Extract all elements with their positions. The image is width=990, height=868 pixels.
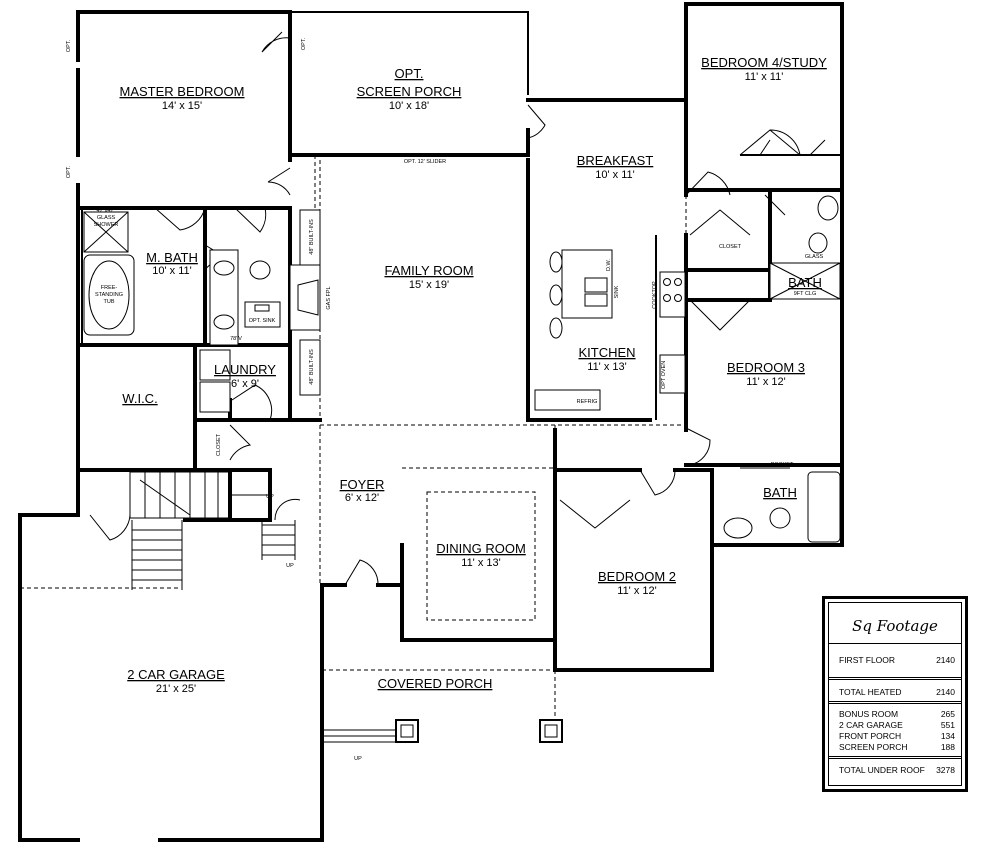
room-screen-porch-name-1: OPT.: [395, 66, 424, 81]
room-mbath-size: 10' x 11': [152, 265, 191, 277]
room-breakfast-size: 10' x 11': [595, 169, 634, 181]
room-kitchen-name: KITCHEN: [578, 345, 635, 360]
plan-notes: OPT. OPT. OPT. OPT. 12' SLIDER 42"x42" G…: [66, 37, 824, 762]
room-foyer-size: 6' x 12': [345, 492, 379, 504]
note-tub-3: TUB: [104, 299, 115, 305]
doors: [89, 31, 826, 586]
note-shower-2: GLASS: [97, 215, 116, 221]
screen-porch-value: 188: [940, 742, 955, 752]
note-cooktop: COOKTOP: [652, 281, 658, 309]
porch-columns: [395, 719, 563, 743]
total-heated-label: TOTAL HEATED: [839, 687, 902, 697]
room-bath2-name: BATH: [788, 275, 822, 290]
room-family-size: 15' x 19': [409, 279, 449, 291]
room-bath2-note: 9FT CLG: [794, 291, 817, 297]
room-wic-name: W.I.C.: [122, 391, 157, 406]
note-opt-left2: OPT.: [66, 165, 72, 178]
room-bedroom4-name: BEDROOM 4/STUDY: [701, 55, 827, 70]
note-tub-2: STANDING: [95, 292, 123, 298]
fixtures: [83, 195, 841, 543]
front-porch-label: FRONT PORCH: [839, 731, 902, 741]
note-shower-3: SHOWER: [94, 222, 119, 228]
note-opt-left1: OPT.: [66, 39, 72, 52]
room-labels: MASTER BEDROOM 14' x 15' OPT. SCREEN POR…: [120, 55, 828, 695]
sq-footage-title: Sq Footage: [852, 617, 938, 635]
room-laundry-name: LAUNDRY: [214, 362, 276, 377]
room-dining-size: 11' x 13': [461, 557, 500, 569]
front-porch-value: 134: [940, 731, 955, 741]
room-breakfast-name: BREAKFAST: [577, 153, 654, 168]
room-bedroom3-size: 11' x 12': [746, 376, 785, 388]
room-mbath-name: M. BATH: [146, 250, 198, 265]
note-tub-1: FREE-: [101, 285, 118, 291]
note-gas-fpl: GAS FPL: [326, 286, 332, 309]
room-bedroom2-name: BEDROOM 2: [598, 569, 676, 584]
note-closet-bed4: CLOSET: [719, 244, 742, 250]
note-glass: GLASS: [805, 254, 824, 260]
note-refrig: REFRIG: [577, 399, 598, 405]
garage-label: 2 CAR GARAGE: [839, 720, 903, 730]
note-opt-door: OPT.: [301, 37, 307, 50]
room-bedroom4-size: 11' x 11': [745, 71, 784, 83]
room-bedroom3-name: BEDROOM 3: [727, 360, 805, 375]
room-dining-name: DINING ROOM: [436, 541, 526, 556]
room-screen-porch-size: 10' x 18': [389, 100, 429, 112]
room-master-size: 14' x 15': [162, 100, 202, 112]
room-screen-porch-name-2: SCREEN PORCH: [357, 84, 462, 99]
room-kitchen-size: 11' x 13': [587, 361, 626, 373]
bonus-label: BONUS ROOM: [839, 709, 899, 719]
first-floor-label: FIRST FLOOR: [839, 655, 896, 665]
room-foyer-name: FOYER: [340, 477, 385, 492]
note-pocket: POCKET: [771, 462, 794, 468]
stairs: [129, 471, 395, 743]
note-shower-1: 42"x42": [97, 208, 116, 214]
total-roof-label: TOTAL UNDER ROOF: [839, 765, 925, 775]
note-builtins-top: 48" BUILT-INS: [309, 219, 315, 255]
total-heated-value: 2140: [936, 687, 955, 697]
note-builtins-bottom: 48" BUILT-INS: [309, 349, 315, 385]
first-floor-value: 2140: [936, 655, 955, 665]
room-garage-size: 21' x 25': [156, 683, 196, 695]
walls: [18, 2, 844, 842]
note-up-1: UP: [266, 494, 274, 500]
room-bedroom2-size: 11' x 12': [617, 585, 656, 597]
room-master-name: MASTER BEDROOM: [120, 84, 245, 99]
room-bath3-name: BATH: [763, 485, 797, 500]
note-closet-laundry: CLOSET: [216, 433, 222, 456]
note-up-3: UP: [354, 756, 362, 762]
room-porch-name: COVERED PORCH: [378, 676, 493, 691]
screen-porch-label: SCREEN PORCH: [839, 742, 908, 752]
note-sink: SINK: [614, 285, 620, 298]
note-dw: D.W.: [606, 259, 612, 271]
bonus-value: 265: [940, 709, 955, 719]
room-family-name: FAMILY ROOM: [384, 263, 473, 278]
sq-footage-table: Sq Footage FIRST FLOOR 2140 TOTAL HEATED…: [822, 596, 968, 792]
room-garage-name: 2 CAR GARAGE: [127, 667, 225, 682]
total-roof-value: 3278: [936, 765, 955, 775]
note-oven: OPT OVEN: [661, 361, 667, 389]
note-up-2: UP: [286, 563, 294, 569]
garage-value: 551: [940, 720, 955, 730]
note-opt-sink: OPT. SINK: [249, 318, 276, 324]
room-laundry-size: 6' x 9': [231, 378, 259, 390]
note-height: 78"V: [230, 336, 242, 342]
note-slider: OPT. 12' SLIDER: [404, 159, 446, 165]
